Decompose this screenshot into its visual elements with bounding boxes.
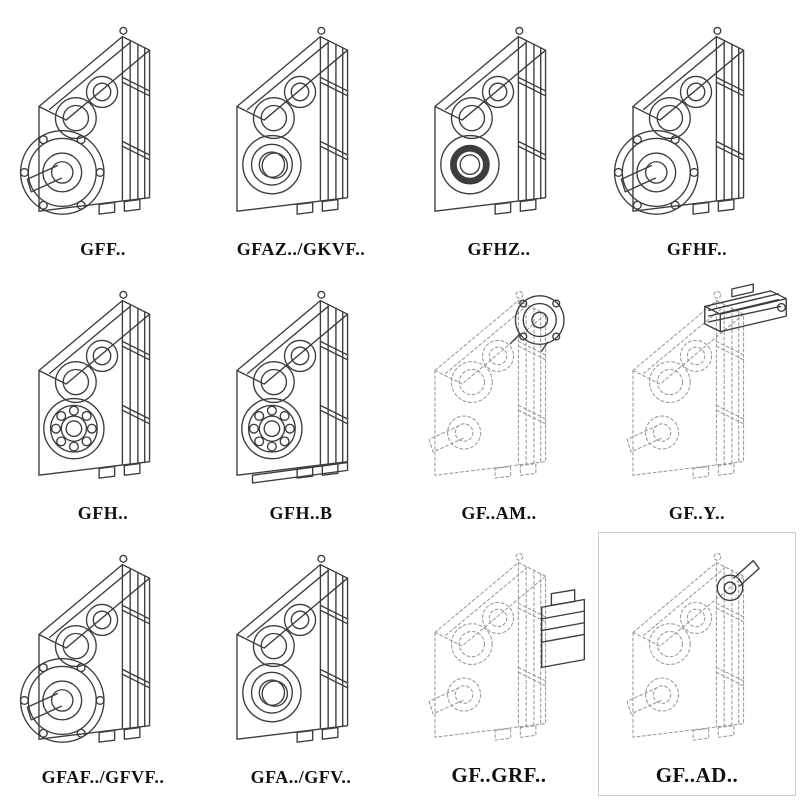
gearbox-shaft-bearing-base-drawing xyxy=(236,290,349,484)
gearbox-top-input-shaft-drawing xyxy=(626,552,760,741)
gearbox-hollow-bore-drawing xyxy=(434,26,547,215)
gearbox-side-adapter-drawing xyxy=(428,552,586,741)
gearbox-output-flange-drawing xyxy=(19,26,151,215)
product-label: GFA../GFV.. xyxy=(250,767,352,787)
product-label: GFH..B xyxy=(269,503,333,523)
product-label: GFAZ../GKVF.. xyxy=(236,239,366,259)
gearbox-hollow-shaft-drawing xyxy=(236,26,349,215)
product-label: GF..Y.. xyxy=(668,503,726,523)
product-label: GFHF.. xyxy=(666,239,728,259)
gearbox-iec-adapter-drawing xyxy=(428,290,565,479)
gearbox-output-flange-drawing xyxy=(19,554,151,743)
product-label: GF..GRF.. xyxy=(451,763,547,787)
product-cell-gf-ad: GF..AD.. xyxy=(598,532,796,796)
product-cell-gf-grf: GF..GRF.. xyxy=(400,532,598,796)
product-cell-gfh: GFH.. xyxy=(4,268,202,532)
product-cell-gfaf-gfvf: GFAF../GFVF.. xyxy=(4,532,202,796)
product-cell-gfh-b: GFH..B xyxy=(202,268,400,532)
product-label: GFAF../GFVF.. xyxy=(41,767,165,787)
product-cell-gfa-gfv: GFA../GFV.. xyxy=(202,532,400,796)
product-cell-gfhz: GFHZ.. xyxy=(400,4,598,268)
product-label: GFH.. xyxy=(77,503,129,523)
gearbox-shaft-bearing-drawing xyxy=(38,290,151,479)
gearbox-mounted-motor-drawing xyxy=(626,283,787,479)
product-cell-gfaz-gkvf: GFAZ../GKVF.. xyxy=(202,4,400,268)
gearbox-hollow-shaft-drawing xyxy=(236,554,349,743)
product-cell-gf-am: GF..AM.. xyxy=(400,268,598,532)
product-cell-gf-y: GF..Y.. xyxy=(598,268,796,532)
product-label: GFHZ.. xyxy=(467,239,531,259)
product-cell-gff: GFF.. xyxy=(4,4,202,268)
product-label: GF..AD.. xyxy=(655,763,739,787)
gearbox-output-flange-drawing xyxy=(613,26,745,215)
product-label: GFF.. xyxy=(80,239,126,259)
product-cell-gfhf: GFHF.. xyxy=(598,4,796,268)
product-label: GF..AM.. xyxy=(461,503,537,523)
